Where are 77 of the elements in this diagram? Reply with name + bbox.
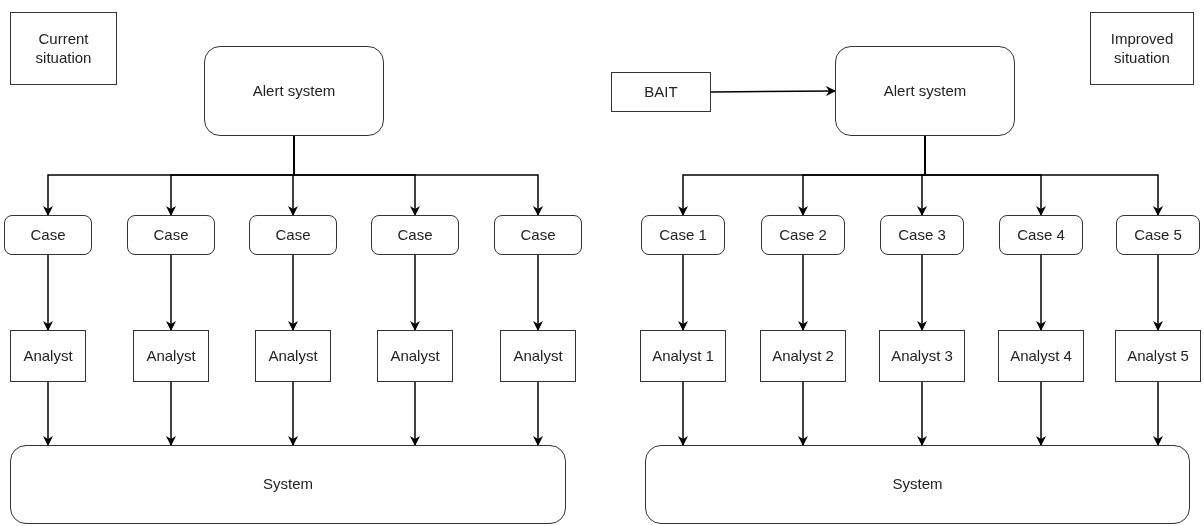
process-box bbox=[4, 215, 92, 255]
node-text: Improved situation bbox=[1109, 29, 1175, 68]
process-box bbox=[127, 215, 215, 255]
arrow bbox=[166, 254, 176, 331]
arrow bbox=[410, 381, 420, 446]
arrow bbox=[410, 254, 420, 331]
arrow bbox=[924, 135, 1163, 216]
node-text: Current situation bbox=[34, 29, 93, 68]
process-box bbox=[879, 330, 965, 382]
node-text: Case 4 bbox=[1016, 225, 1066, 245]
process-box bbox=[999, 215, 1083, 255]
process-box bbox=[371, 215, 459, 255]
process-box bbox=[10, 330, 86, 382]
node-text: Case bbox=[152, 225, 190, 245]
arrow bbox=[166, 381, 176, 446]
arrow bbox=[1153, 254, 1163, 331]
node-text: Case 3 bbox=[897, 225, 947, 245]
arrow bbox=[1036, 254, 1046, 331]
arrow bbox=[288, 254, 298, 331]
node-text: Analyst bbox=[145, 346, 197, 366]
node-text: Analyst 3 bbox=[890, 346, 954, 366]
node-text: Case bbox=[29, 225, 67, 245]
arrow bbox=[293, 135, 543, 216]
node-text: Analyst bbox=[267, 346, 319, 366]
node-text: Case bbox=[274, 225, 312, 245]
process-box bbox=[500, 330, 576, 382]
node-text: Alert system bbox=[882, 81, 968, 101]
arrow bbox=[1036, 381, 1046, 446]
node-text: Analyst 1 bbox=[651, 346, 715, 366]
process-box bbox=[641, 215, 725, 255]
arrow bbox=[43, 381, 53, 446]
node-text: Analyst bbox=[512, 346, 564, 366]
arrow bbox=[288, 381, 298, 446]
node-text: Analyst bbox=[389, 346, 441, 366]
node-text: Analyst 2 bbox=[771, 346, 835, 366]
arrow bbox=[533, 254, 543, 331]
arrow bbox=[43, 254, 53, 331]
label-box bbox=[10, 12, 117, 85]
process-box bbox=[880, 215, 964, 255]
node-text: Case 5 bbox=[1133, 225, 1183, 245]
process-box bbox=[998, 330, 1084, 382]
node-text: Analyst 5 bbox=[1126, 346, 1190, 366]
node-text: Analyst 4 bbox=[1009, 346, 1073, 366]
node-text: Case bbox=[396, 225, 434, 245]
arrow bbox=[533, 381, 543, 446]
process-box bbox=[760, 330, 846, 382]
arrow bbox=[917, 381, 927, 446]
node-text: Case bbox=[519, 225, 557, 245]
node-text: System bbox=[262, 475, 314, 494]
node-text: System bbox=[891, 475, 944, 494]
arrow bbox=[1153, 381, 1163, 446]
process-box bbox=[133, 330, 209, 382]
node-text: BAIT bbox=[643, 82, 679, 102]
arrow bbox=[678, 254, 688, 331]
process-box bbox=[255, 330, 331, 382]
process-box bbox=[640, 330, 726, 382]
process-box bbox=[611, 72, 711, 112]
node-text: Alert system bbox=[251, 81, 337, 101]
process-box bbox=[377, 330, 453, 382]
arrow bbox=[798, 381, 808, 446]
process-box bbox=[835, 46, 1015, 136]
process-box bbox=[249, 215, 337, 255]
arrow bbox=[678, 381, 688, 446]
process-box bbox=[10, 445, 566, 524]
arrow bbox=[798, 254, 808, 331]
node-text: Case 1 bbox=[658, 225, 708, 245]
process-box bbox=[1116, 215, 1200, 255]
label-box bbox=[1090, 12, 1194, 85]
process-box bbox=[204, 46, 384, 136]
process-box bbox=[1115, 330, 1201, 382]
node-text: Analyst bbox=[22, 346, 74, 366]
node-text: Case 2 bbox=[778, 225, 828, 245]
arrow bbox=[710, 86, 836, 97]
process-box bbox=[761, 215, 845, 255]
arrow bbox=[917, 254, 927, 331]
process-box bbox=[494, 215, 582, 255]
process-box bbox=[645, 445, 1190, 524]
